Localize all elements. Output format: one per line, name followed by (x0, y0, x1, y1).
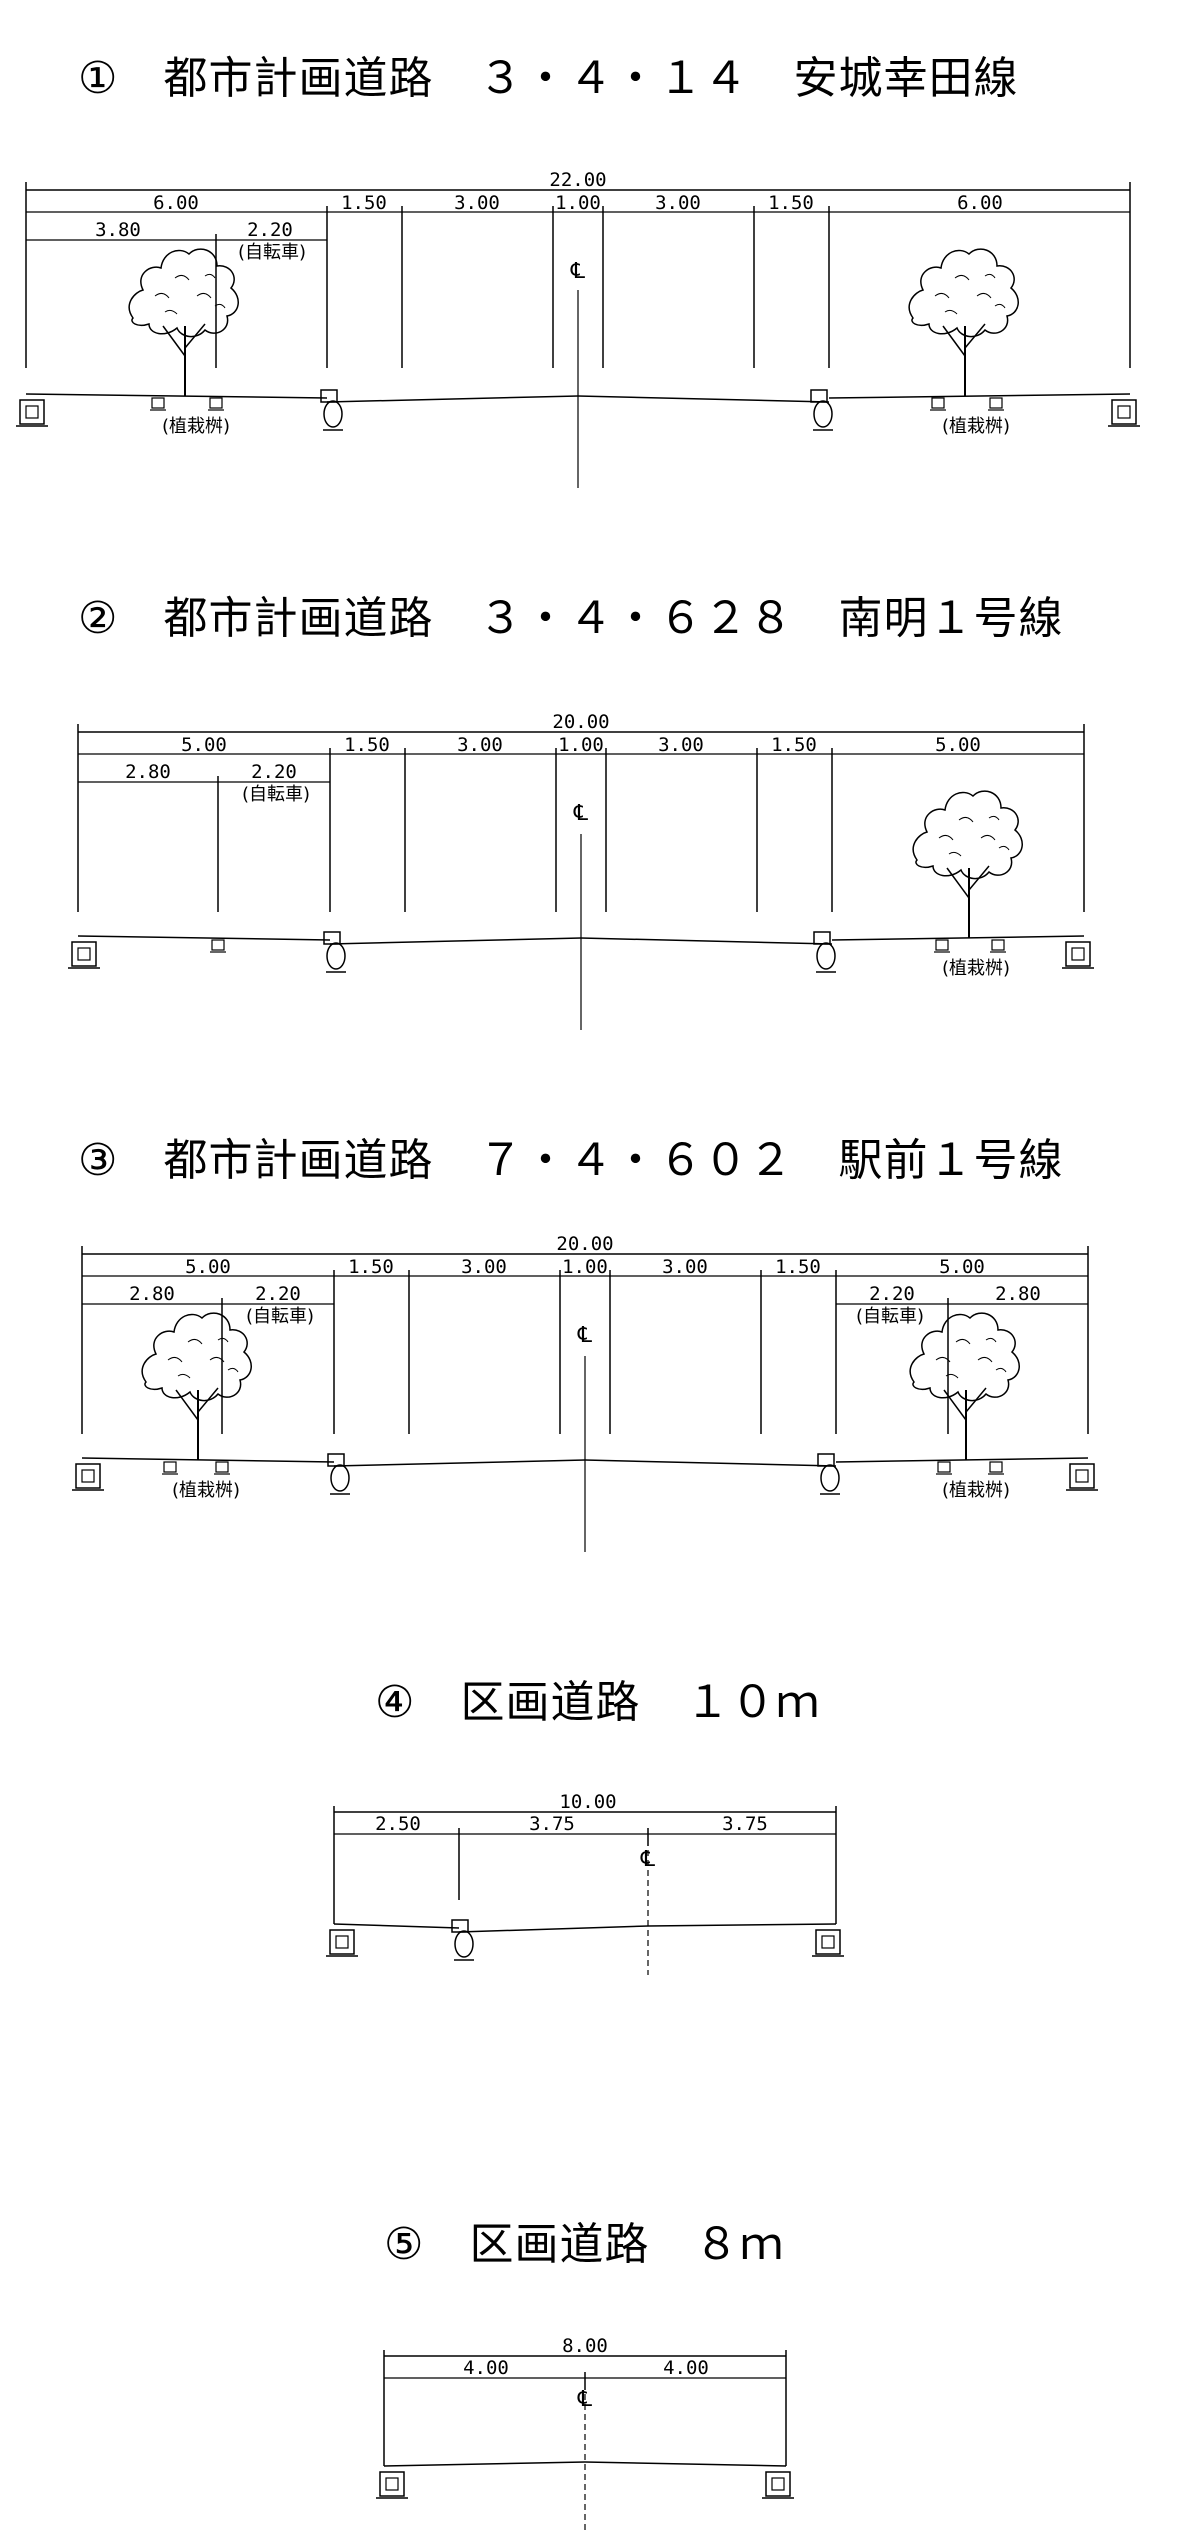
s1-bike-label: (自転車) (238, 242, 306, 263)
s1-tree-left-label: (植栽桝) (162, 416, 230, 437)
s3-bike-left-label: (自転車) (246, 1306, 314, 1327)
s2-seg-5: 1.50 (771, 734, 817, 756)
s5-seg-0: 4.00 (463, 2357, 509, 2379)
s1-tree-right-label: (植栽桝) (942, 416, 1010, 437)
section-5-drawing (383, 2350, 787, 2530)
s4-seg-1: 3.75 (529, 1813, 575, 1835)
s1-seg-2: 3.00 (454, 192, 500, 214)
s2-tree-right-label: (植栽桝) (942, 958, 1010, 979)
s4-centerline: ℄ (640, 1847, 656, 1872)
s2-seg-0: 5.00 (181, 734, 227, 756)
s3-sub-3: 2.80 (995, 1283, 1041, 1305)
s2-seg-1: 1.50 (344, 734, 390, 756)
s4-total: 10.00 (559, 1791, 616, 1813)
s5-total: 8.00 (562, 2335, 608, 2357)
s3-seg-0: 5.00 (185, 1256, 231, 1278)
s1-centerline: ℄ (570, 259, 586, 284)
s1-sub-1: 2.20 (247, 219, 293, 241)
s3-sub-0: 2.80 (129, 1283, 175, 1305)
s3-bike-right-label: (自転車) (856, 1306, 924, 1327)
s5-seg-1: 4.00 (663, 2357, 709, 2379)
s1-seg-4: 3.00 (655, 192, 701, 214)
s1-seg-3: 1.00 (555, 192, 601, 214)
s2-seg-3: 1.00 (558, 734, 604, 756)
s1-seg-6: 6.00 (957, 192, 1003, 214)
s3-sub-1: 2.20 (255, 1283, 301, 1305)
s1-sub-0: 3.80 (95, 219, 141, 241)
s5-centerline: ℄ (577, 2387, 593, 2412)
s3-tree-right-label: (植栽桝) (942, 1480, 1010, 1501)
s2-bike-label: (自転車) (242, 784, 310, 805)
s1-seg-1: 1.50 (341, 192, 387, 214)
s3-seg-1: 1.50 (348, 1256, 394, 1278)
s3-seg-5: 1.50 (775, 1256, 821, 1278)
s3-tree-left-label: (植栽桝) (172, 1480, 240, 1501)
section-2-drawing (77, 724, 1085, 1030)
s3-seg-6: 5.00 (939, 1256, 985, 1278)
s3-seg-3: 1.00 (562, 1256, 608, 1278)
s3-sub-2: 2.20 (869, 1283, 915, 1305)
s3-total: 20.00 (556, 1233, 613, 1255)
s4-seg-2: 3.75 (722, 1813, 768, 1835)
s3-centerline: ℄ (577, 1323, 593, 1348)
s1-total: 22.00 (549, 169, 606, 191)
section-1-title: ① 都市計画道路 ３・４・１４ 安城幸田線 (78, 53, 1019, 104)
s3-seg-4: 3.00 (662, 1256, 708, 1278)
s4-seg-0: 2.50 (375, 1813, 421, 1835)
s3-seg-2: 3.00 (461, 1256, 507, 1278)
section-2-title: ② 都市計画道路 ３・４・６２８ 南明１号線 (78, 593, 1064, 644)
s2-centerline: ℄ (573, 801, 589, 826)
section-3-title: ③ 都市計画道路 ７・４・６０２ 駅前１号線 (78, 1135, 1064, 1186)
section-3-drawing (81, 1246, 1089, 1552)
section-4-title: ④ 区画道路 １０ｍ (375, 1677, 821, 1728)
s2-seg-6: 5.00 (935, 734, 981, 756)
s2-sub-0: 2.80 (125, 761, 171, 783)
s2-seg-4: 3.00 (658, 734, 704, 756)
s2-sub-1: 2.20 (251, 761, 297, 783)
s2-seg-2: 3.00 (457, 734, 503, 756)
section-1-drawing (25, 182, 1131, 488)
s1-seg-5: 1.50 (768, 192, 814, 214)
s2-total: 20.00 (552, 711, 609, 733)
section-5-title: ⑤ 区画道路 ８ｍ (384, 2219, 785, 2270)
section-4-drawing (333, 1806, 837, 1975)
s1-seg-0: 6.00 (153, 192, 199, 214)
